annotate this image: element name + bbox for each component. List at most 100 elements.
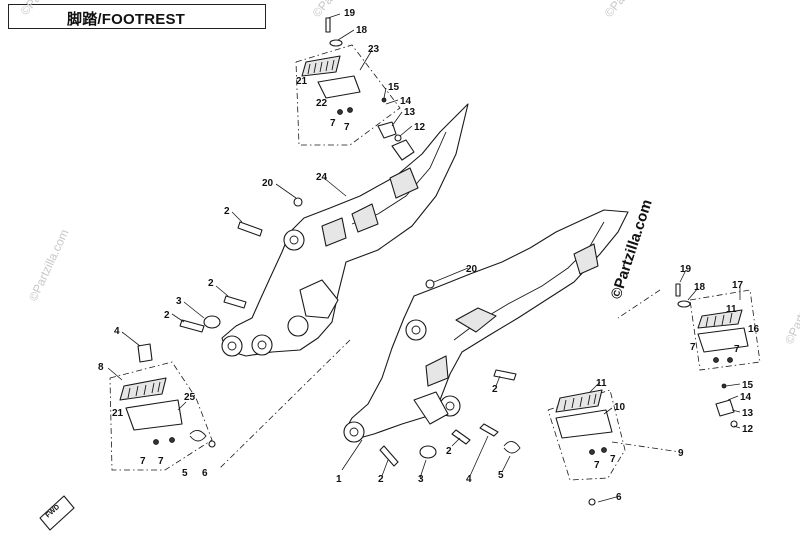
callout: 18 — [694, 282, 706, 293]
callout: 7 — [594, 460, 600, 471]
bracket-window — [573, 243, 599, 275]
watermark-text: ©Partzilla.com — [782, 270, 800, 346]
left-footrest-bracket — [221, 103, 469, 357]
callout: 19 — [680, 264, 692, 275]
pin — [675, 283, 681, 297]
screw — [153, 439, 159, 445]
mount-hole — [349, 427, 359, 437]
fwd-arrow: FWD — [39, 495, 75, 531]
watermark-text: ©Partzilla.com — [602, 0, 663, 20]
callout: 6 — [616, 492, 622, 503]
callout: 8 — [98, 362, 104, 373]
right-footrest-frame — [689, 289, 761, 371]
washer — [677, 300, 691, 308]
mount-boss — [343, 421, 365, 443]
ball — [730, 420, 738, 428]
callout: 15 — [742, 380, 754, 391]
screw — [169, 437, 175, 443]
bolt — [451, 429, 471, 445]
mount-boss — [221, 335, 243, 357]
callout: 22 — [316, 98, 328, 109]
callout: 13 — [404, 107, 416, 118]
callout: 2 — [492, 384, 498, 395]
bracket-window — [389, 167, 419, 199]
callout: 20 — [466, 264, 478, 275]
bracket-window — [425, 355, 449, 387]
callout: 7 — [330, 118, 336, 129]
bracket-plate — [221, 103, 469, 357]
callout: 17 — [732, 280, 744, 291]
callout: 15 — [388, 82, 400, 93]
callouts: 19 18 23 21 22 7 7 15 14 13 12 20 24 2 2… — [98, 8, 760, 503]
mount-hole — [227, 341, 237, 351]
rubber-ribs — [563, 393, 597, 411]
callout: 7 — [140, 456, 146, 467]
fasteners — [179, 197, 517, 467]
spring — [721, 383, 727, 389]
callout: 1 — [336, 474, 342, 485]
callout: 7 — [344, 122, 350, 133]
nut — [293, 197, 303, 207]
callout: 2 — [164, 310, 170, 321]
pin — [325, 17, 331, 33]
bolt — [179, 319, 205, 333]
mount-boss — [251, 334, 273, 356]
watermark-text: ©Partzilla.com — [310, 0, 371, 20]
upper-footpeg — [301, 17, 402, 142]
leader-dash — [617, 289, 661, 319]
callout: 7 — [610, 454, 616, 465]
pivot-block — [413, 391, 449, 425]
footpeg-rubber — [119, 377, 167, 401]
leader-dash — [219, 339, 351, 469]
callout: 19 — [344, 8, 356, 19]
detent-plate — [715, 399, 735, 417]
ball — [394, 134, 402, 142]
clip — [588, 498, 596, 506]
screw — [601, 447, 607, 453]
leader-lines — [107, 13, 741, 503]
callout: 5 — [498, 470, 504, 481]
callout: 16 — [748, 324, 760, 335]
bracket-window — [455, 307, 497, 333]
callout: 25 — [184, 392, 196, 403]
footpeg-rubber — [697, 309, 743, 329]
callout: 3 — [176, 296, 182, 307]
left-footpeg — [119, 343, 216, 448]
footpeg-body — [697, 327, 749, 353]
spring — [503, 441, 521, 454]
callout: 4 — [466, 474, 472, 485]
bolt — [237, 221, 263, 237]
footpeg-rubber — [555, 389, 603, 413]
title-box: 脚踏/FOOTREST — [8, 4, 266, 29]
bolt — [493, 369, 517, 381]
screw — [337, 109, 343, 115]
callout: 14 — [740, 392, 752, 403]
diagram-title: 脚踏/FOOTREST — [67, 11, 186, 28]
bracket-tab — [391, 139, 415, 161]
clip — [208, 440, 216, 448]
rubber-ribs — [307, 59, 335, 75]
watermark-text: ©Partzilla.com — [18, 0, 79, 18]
footpeg-body — [125, 399, 183, 431]
callout: 14 — [400, 96, 412, 107]
callout: 4 — [114, 326, 120, 337]
mount-hole — [257, 340, 267, 350]
screw — [727, 357, 733, 363]
callout: 20 — [262, 178, 274, 189]
callout: 5 — [182, 468, 188, 479]
right-footrest-bracket — [343, 209, 629, 443]
callout: 6 — [202, 468, 208, 479]
callout: 23 — [368, 44, 380, 55]
callout: 3 — [418, 474, 424, 485]
bolt — [223, 295, 247, 309]
callout: 2 — [446, 446, 452, 457]
bushing — [203, 315, 221, 329]
screw — [589, 449, 595, 455]
rubber-ribs — [705, 312, 733, 328]
fwd-arrow-shape — [39, 495, 75, 531]
nut — [425, 279, 435, 289]
callout: 12 — [414, 122, 426, 133]
callout: 2 — [208, 278, 214, 289]
callout: 7 — [734, 344, 740, 355]
